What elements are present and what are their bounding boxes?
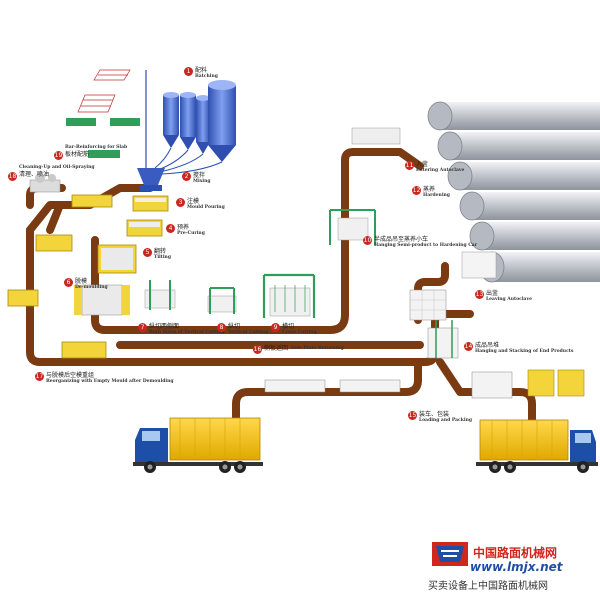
- step-en: Both Sides of Vertical Cutting: [149, 330, 225, 335]
- step-cn: 板材配筋: [65, 150, 90, 158]
- step-cn: 纵切两侧面: [149, 323, 180, 330]
- step-en: Cross Cutting: [282, 330, 317, 335]
- step-cn: 脱模: [75, 278, 88, 285]
- step-en: Hardening: [423, 193, 450, 198]
- truck-left: [133, 417, 263, 473]
- step-number: 18: [8, 172, 17, 181]
- step-number: 11: [405, 161, 414, 170]
- site-logo: [432, 542, 468, 566]
- step-number: 3: [176, 198, 185, 207]
- step-en: Side Plate Returning: [291, 346, 344, 351]
- step-cn: 出釜: [486, 290, 499, 297]
- step-number: 7: [138, 323, 147, 332]
- autoclaves: [427, 101, 600, 283]
- step-number: 10: [363, 236, 372, 245]
- step-cn: 横切: [282, 323, 295, 330]
- step-en: Cleaning-Up and Oil-Spraying: [19, 165, 95, 170]
- step-cn: 蒸养: [423, 186, 436, 193]
- watermark-slogan: 买卖设备上中国路面机械网: [428, 581, 548, 592]
- step-number: 6: [64, 278, 73, 287]
- step-en: Batching: [195, 74, 218, 79]
- product-stacks: [264, 289, 585, 399]
- step-number: 5: [143, 248, 152, 257]
- step-number: 14: [464, 342, 473, 351]
- step-en: Bar-Reinforcing for Slab: [65, 145, 128, 150]
- step-en: Pre-Curing: [177, 231, 205, 236]
- step-en: Hanging Semi-product to Hardening Car: [374, 243, 478, 248]
- empty-moulds: [7, 234, 107, 359]
- step-en: Mould Pouring: [187, 205, 225, 210]
- step-cn: 侧板返回: [264, 345, 289, 352]
- step-cn: 与脱模后空模重组: [46, 372, 95, 379]
- mould-boxes: [74, 195, 169, 316]
- step-number: 17: [35, 372, 44, 381]
- step-en: Tilting: [154, 255, 171, 260]
- step-number: 13: [475, 290, 484, 299]
- step-en: Entering Autoclave: [416, 168, 465, 173]
- cutting-machines: [144, 273, 316, 318]
- step-cn: 纵切: [228, 323, 241, 330]
- batching-silos: [137, 70, 236, 191]
- step-cn: 翻转: [154, 248, 167, 255]
- watermark-title: 中国路面机械网: [473, 546, 558, 560]
- step-en: Mixing: [193, 179, 211, 184]
- step-cn: 注模: [187, 198, 200, 205]
- step-en: Leaving Autoclave: [486, 297, 532, 302]
- step-cn: 搅拌: [193, 172, 206, 179]
- reinforcing-area: [29, 69, 140, 208]
- step-en: Reorganizing with Empty Mould after Demo…: [46, 379, 174, 384]
- step-number: 19: [54, 151, 63, 160]
- step-number: 16: [253, 345, 262, 354]
- watermark-url[interactable]: www.lmjx.net: [470, 560, 563, 574]
- step-cn: 配料: [195, 67, 208, 74]
- step-cn: 半成品吊至蒸养小车: [374, 236, 429, 243]
- step-number: 12: [412, 186, 421, 195]
- hardening-car-crane: [329, 127, 401, 245]
- step-number: 2: [182, 172, 191, 181]
- step-number: 15: [408, 411, 417, 420]
- step-number: 9: [271, 323, 280, 332]
- step-number: 1: [184, 67, 193, 76]
- step-cn: 预养: [177, 224, 190, 231]
- step-number: 8: [217, 323, 226, 332]
- truck-right: [476, 419, 598, 473]
- step-en: De-moulding: [75, 285, 108, 290]
- step-number: 4: [166, 224, 175, 233]
- step-cn: 清理、喷油: [19, 170, 50, 178]
- step-cn: 入釜: [416, 161, 429, 168]
- step-en: Loading and Packing: [419, 418, 472, 423]
- step-en: Hanging and Stacking of End Products: [475, 349, 574, 354]
- step-cn: 装车、包装: [419, 411, 450, 418]
- step-en: Vertical Cutting: [228, 330, 269, 335]
- step-cn: 成品吊堆: [475, 342, 500, 349]
